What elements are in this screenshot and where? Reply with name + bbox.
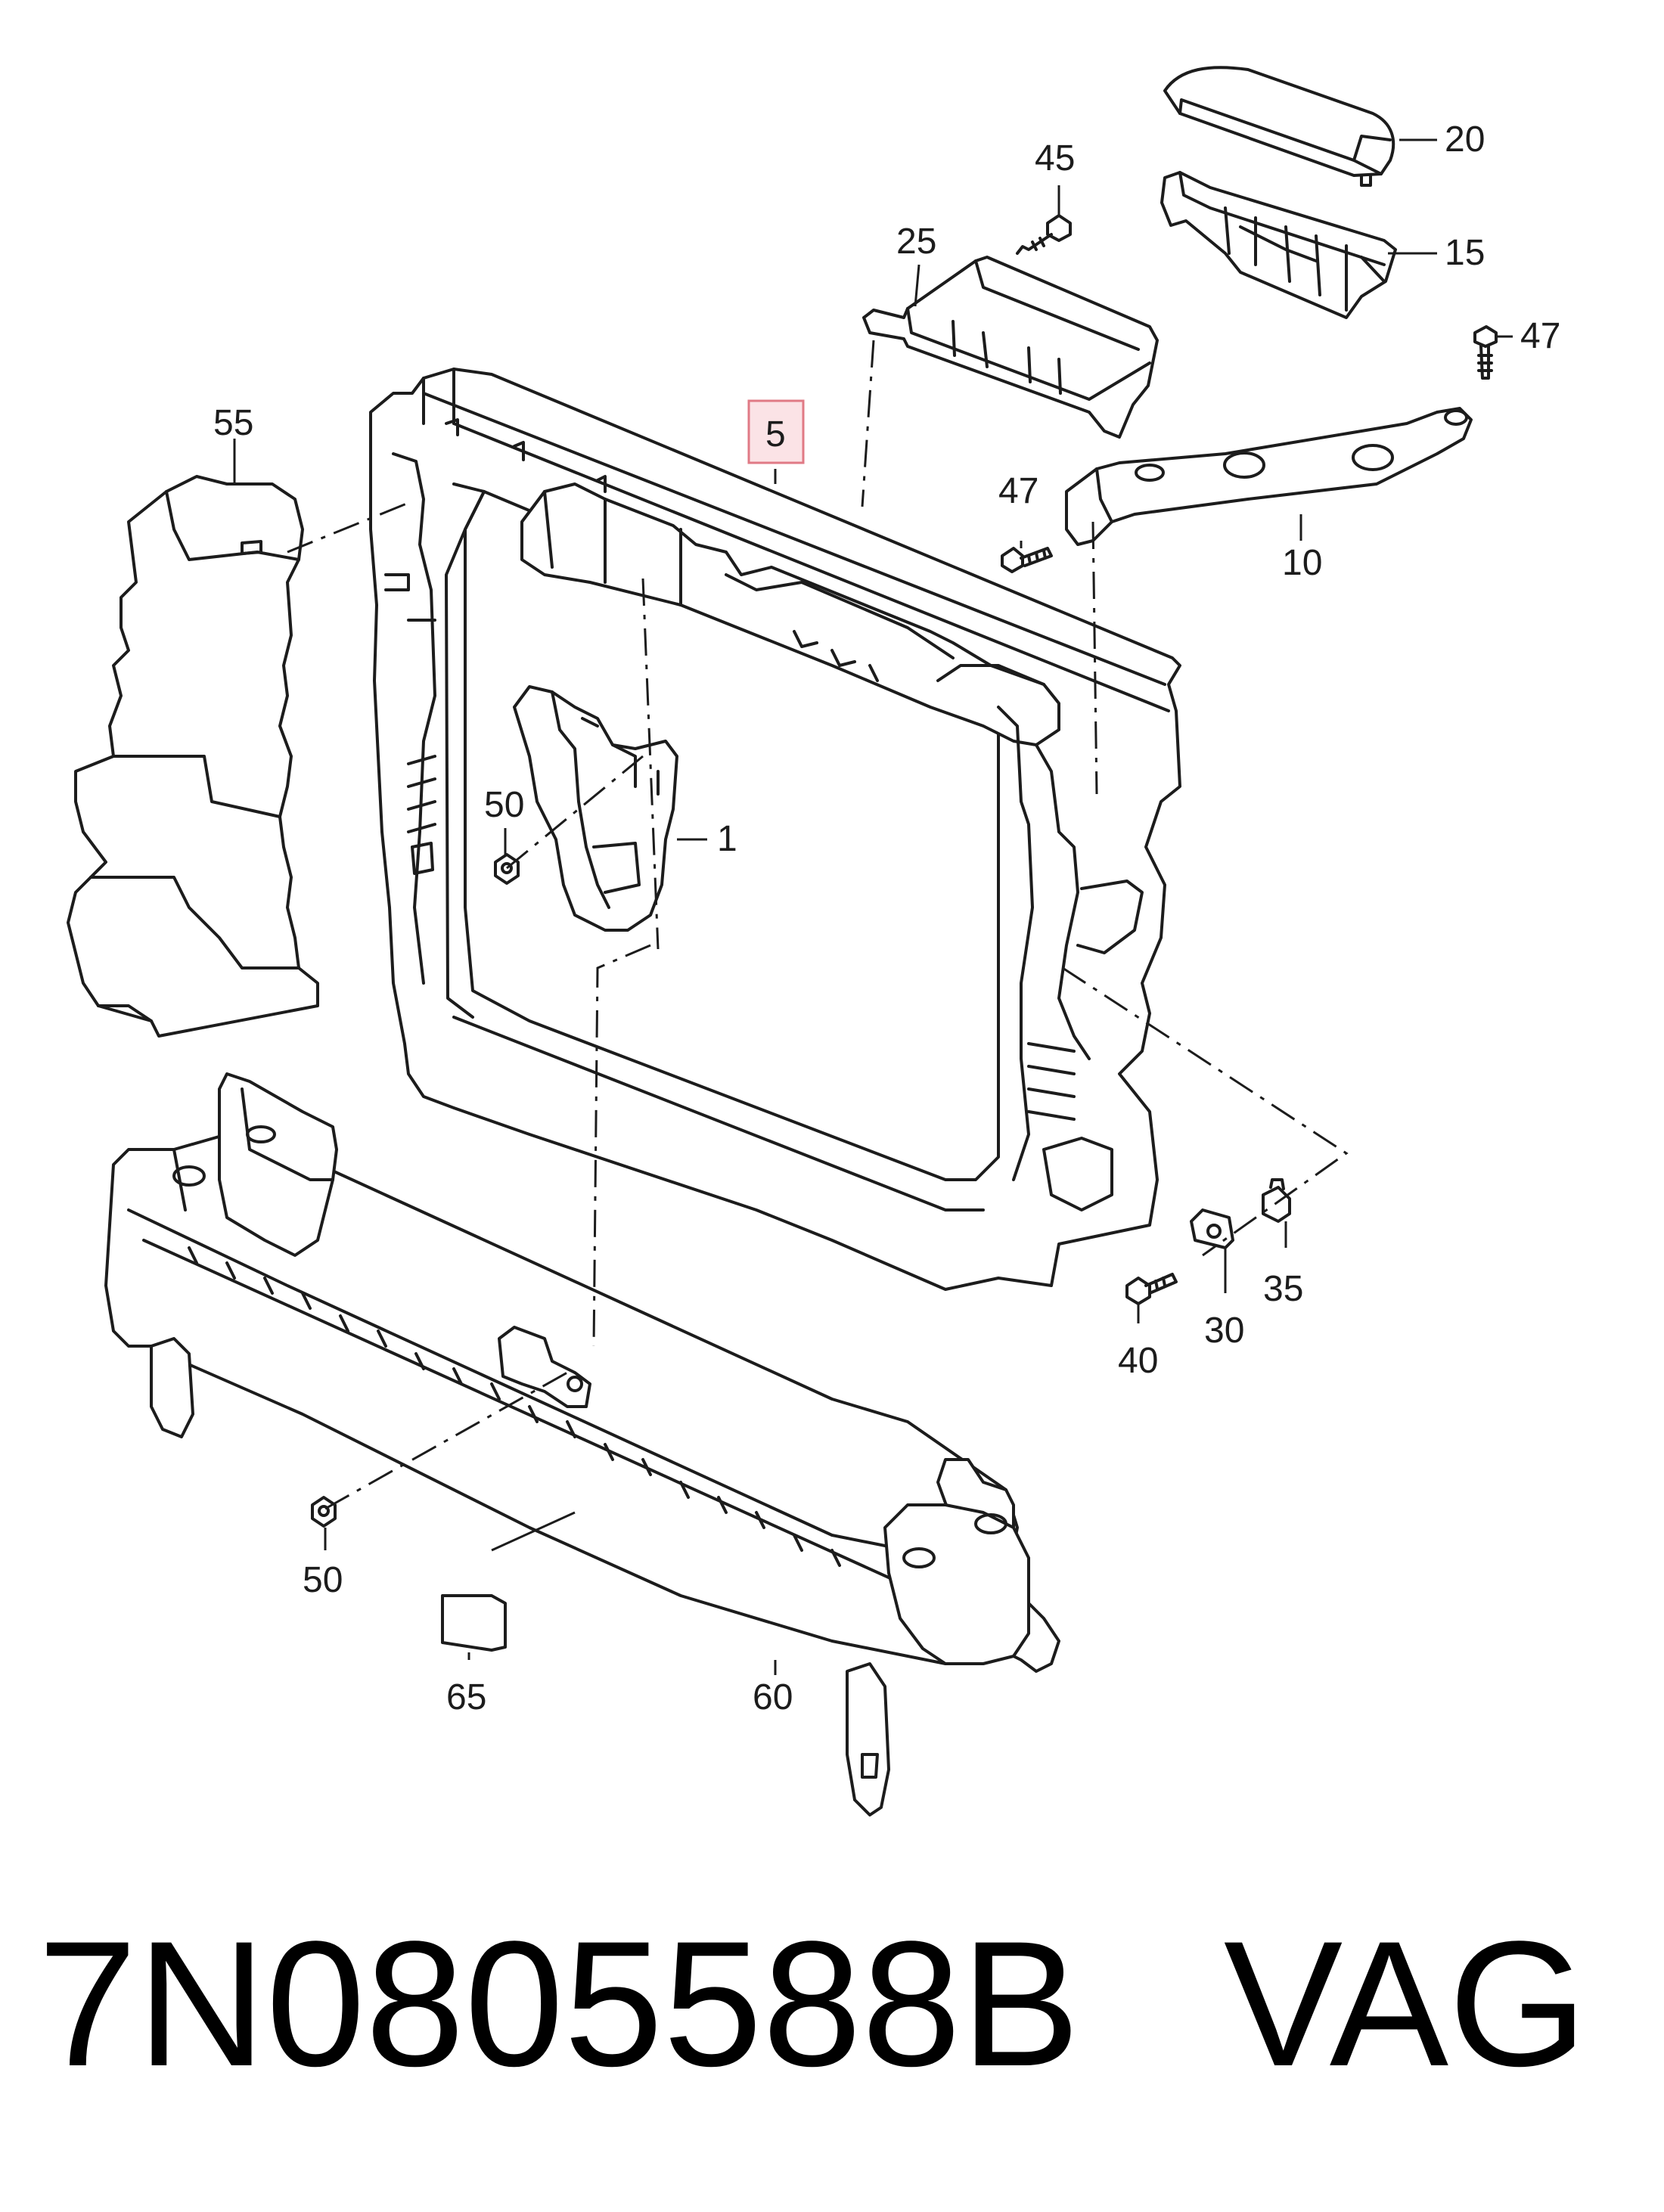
fastener-45-bolt [1016, 214, 1072, 255]
fastener-35-clip [1262, 1178, 1291, 1223]
callout-47-left: 47 [998, 471, 1038, 511]
part-number: 7N0805588B [38, 1904, 1080, 2104]
part-55-shroud [67, 475, 319, 1038]
callout-1: 1 [717, 819, 737, 859]
part-25-air-guide [862, 256, 1159, 439]
callout-10: 10 [1282, 543, 1322, 583]
fastener-40-bolt [1125, 1273, 1178, 1305]
callout-5: 5 [765, 414, 786, 454]
callout-50-lower: 50 [303, 1560, 343, 1600]
callout-30: 30 [1204, 1311, 1244, 1351]
callout-40: 40 [1118, 1341, 1158, 1381]
callout-50-upper: 50 [484, 785, 524, 825]
callout-20: 20 [1445, 119, 1485, 160]
fastener-50-nut-lower [311, 1496, 337, 1528]
callout-60: 60 [753, 1677, 793, 1717]
fastener-47-bolt-top [1473, 325, 1498, 380]
assembly-lines [287, 340, 1349, 1510]
callout-5-highlight [747, 399, 805, 464]
part-15-duct [1160, 171, 1397, 319]
part-20-cover [1163, 66, 1395, 187]
callout-65: 65 [446, 1677, 486, 1717]
part-65-pad [441, 1594, 507, 1652]
fastener-47-bolt-left [1001, 547, 1053, 573]
fastener-30-plate [1190, 1208, 1234, 1249]
part-10-bracket [1065, 407, 1473, 546]
part-5-frame [369, 368, 1181, 1291]
callout-55: 55 [213, 403, 253, 443]
callout-15: 15 [1445, 233, 1485, 273]
callouts: 20 15 45 25 47 5 55 47 10 50 1 35 30 40 … [213, 119, 1560, 1717]
callout-45: 45 [1035, 138, 1075, 178]
callout-25: 25 [896, 222, 936, 262]
brand-name: VAG [1223, 1904, 1588, 2104]
callout-35: 35 [1263, 1269, 1303, 1309]
fastener-50-nut-upper [494, 853, 520, 885]
leader-lines [233, 138, 1513, 1675]
part-60-bumper-beam [104, 1072, 1060, 1816]
callout-47-top: 47 [1520, 316, 1560, 356]
